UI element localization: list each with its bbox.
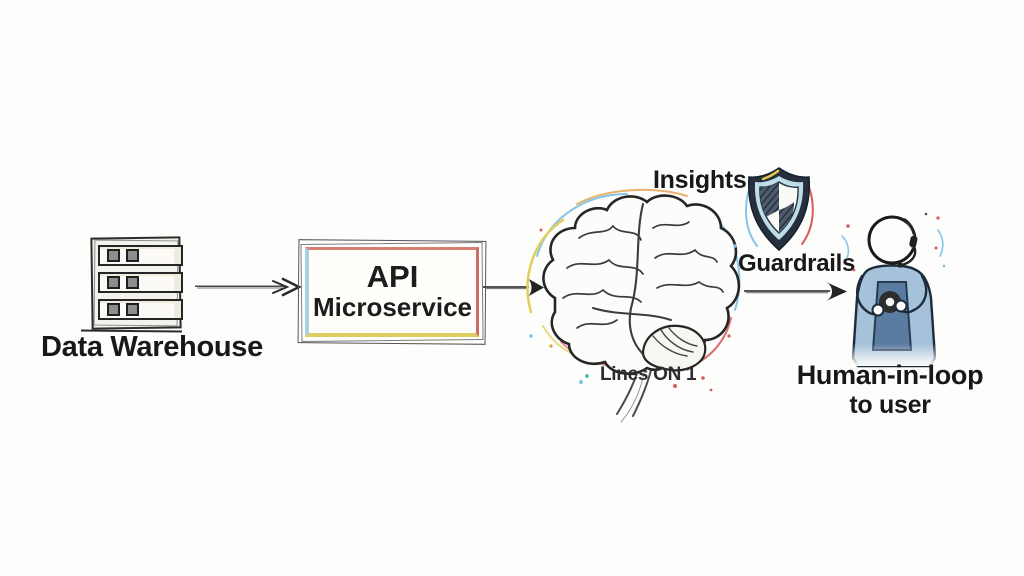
human-label-line1: Human-in-loop: [796, 360, 984, 390]
person-headset-icon: [838, 212, 950, 368]
server-bar: [98, 299, 183, 320]
server-bar: [98, 272, 183, 293]
server-bar: [98, 245, 183, 266]
figure-hand: [871, 303, 885, 317]
arrow-right-icon: [195, 277, 302, 297]
headset-earcup: [909, 235, 918, 248]
insights-label: Insights: [653, 166, 747, 194]
server-led: [126, 249, 139, 262]
guardrails-label: Guardrails: [738, 250, 856, 277]
headset-band: [903, 217, 916, 235]
brain-outline: [542, 194, 741, 375]
server-led: [126, 276, 139, 289]
human-in-loop-label: Human-in-loop to user: [790, 360, 990, 420]
headset-mic: [897, 262, 903, 268]
brain-gyri: [562, 202, 724, 356]
server-led: [107, 303, 120, 316]
server-rack-icon: [80, 236, 183, 333]
shield-yellow-accent: [761, 169, 780, 181]
arrow-right-icon: [483, 278, 544, 297]
paint-specks: [529, 228, 737, 392]
server-led: [107, 249, 120, 262]
arrow-right-icon: [744, 282, 847, 301]
brain-icon: [526, 188, 741, 423]
brain-cerebellum: [641, 324, 707, 372]
data-warehouse-label: Data Warehouse: [41, 331, 263, 363]
shield-red-accent: [801, 183, 814, 245]
figure-fade: [838, 344, 950, 366]
held-object-lens: [884, 296, 896, 308]
brain-caption: Lines ON 1: [600, 364, 697, 385]
server-led: [107, 276, 120, 289]
microservice-label: Microservice: [313, 292, 472, 323]
shield-hatch-left: [759, 182, 779, 217]
api-label: API: [366, 258, 419, 294]
shield-hatch-right: [779, 202, 795, 233]
api-microservice-box: API Microservice: [302, 244, 482, 340]
cerebellum-lines: [652, 327, 698, 357]
shield-icon: [745, 167, 814, 251]
headset-mic-boom: [899, 244, 917, 267]
api-microservice-box-inner: API Microservice: [305, 247, 479, 337]
figure-hand: [894, 299, 908, 313]
paint-specks: [841, 212, 946, 272]
human-label-line2: to user: [849, 391, 931, 420]
server-led: [126, 303, 139, 316]
